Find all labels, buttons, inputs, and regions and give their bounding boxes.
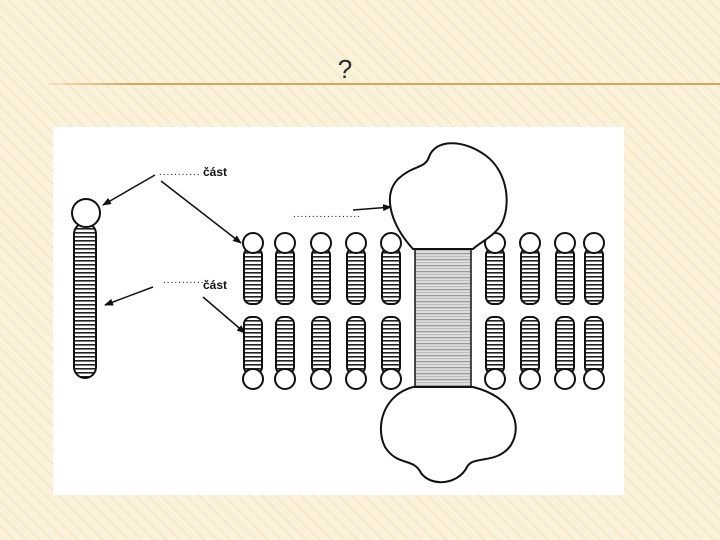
phospholipid-bottom-7 xyxy=(519,316,541,390)
phospholipid-head xyxy=(583,232,605,254)
protein-upper-domain xyxy=(388,142,508,250)
arrow-head-to-bilayer xyxy=(160,180,242,244)
phospholipid-top-4 xyxy=(345,232,367,305)
phospholipid-top-8 xyxy=(554,232,576,305)
phospholipid-head xyxy=(554,232,576,254)
phospholipid-bottom-9 xyxy=(583,316,605,390)
phospholipid-bottom-4 xyxy=(345,316,367,390)
label-dots-top: ........... xyxy=(159,167,201,178)
arrow-head-to-single xyxy=(102,174,156,206)
phospholipid-bottom-3 xyxy=(310,316,332,390)
phospholipid-head xyxy=(345,368,367,390)
label-dots-protein: .................. xyxy=(293,209,361,220)
phospholipid-head xyxy=(554,368,576,390)
phospholipid-head xyxy=(519,368,541,390)
phospholipid-top-2 xyxy=(274,232,296,305)
single-phospholipid xyxy=(71,198,101,379)
slide-title: ? xyxy=(337,54,353,84)
phospholipid-head xyxy=(380,232,402,254)
protein-lower-domain xyxy=(379,386,517,484)
phospholipid-top-5 xyxy=(380,232,402,305)
phospholipid-top-3 xyxy=(310,232,332,305)
phospholipid-head xyxy=(583,368,605,390)
phospholipid-bottom-1 xyxy=(242,316,264,390)
lipid-bilayer xyxy=(242,232,605,390)
phospholipid-top-1 xyxy=(242,232,264,305)
phospholipid-top-7 xyxy=(519,232,541,305)
phospholipid-top-9 xyxy=(583,232,605,305)
phospholipid-bottom-8 xyxy=(554,316,576,390)
phospholipid-top-6 xyxy=(484,232,506,305)
phospholipid-head xyxy=(274,368,296,390)
phospholipid-head xyxy=(519,232,541,254)
phospholipid-head xyxy=(242,368,264,390)
membrane-diagram: ........... část ........... část ......… xyxy=(71,142,605,484)
membrane-protein xyxy=(379,142,517,484)
phospholipid-head xyxy=(310,232,332,254)
label-head-part: část xyxy=(203,165,227,179)
phospholipid-bottom-2 xyxy=(274,316,296,390)
arrow-tail-to-single xyxy=(104,286,154,306)
label-tail-part: část xyxy=(203,278,227,292)
title-divider xyxy=(48,83,720,85)
phospholipid-head xyxy=(274,232,296,254)
phospholipid-head xyxy=(484,368,506,390)
arrow-to-protein xyxy=(352,204,392,212)
phospholipid-head xyxy=(345,232,367,254)
phospholipid-head xyxy=(380,368,402,390)
label-dots-bottom: ........... xyxy=(163,275,205,286)
phospholipid-head xyxy=(242,232,264,254)
phospholipid-head xyxy=(310,368,332,390)
phospholipid-head xyxy=(71,198,101,228)
phospholipid-bottom-5 xyxy=(380,316,402,390)
protein-transmembrane-segment xyxy=(414,248,472,388)
membrane-diagram-panel: ........... část ........... část ......… xyxy=(53,127,624,495)
arrow-tail-to-bilayer xyxy=(202,296,246,334)
phospholipid-bottom-6 xyxy=(484,316,506,390)
